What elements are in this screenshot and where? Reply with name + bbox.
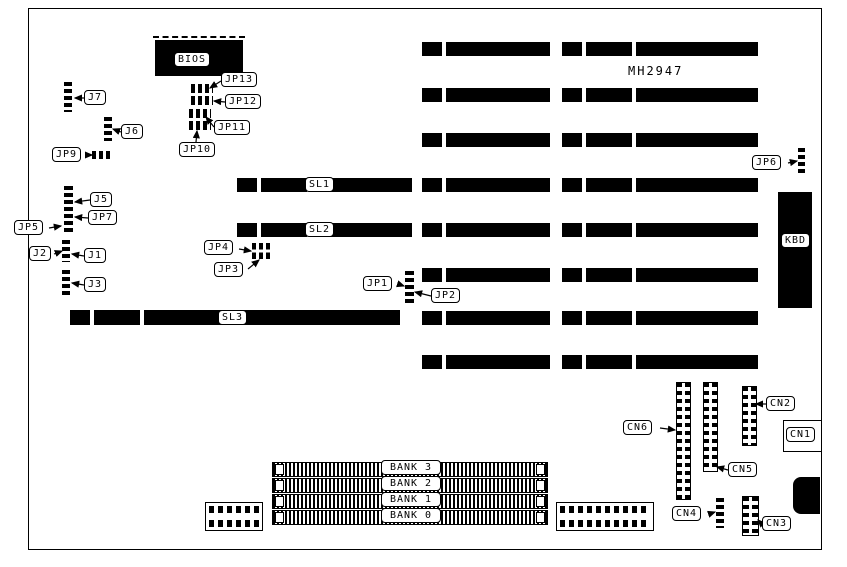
connector-j7-label: J7 <box>84 90 107 105</box>
isa-slot-bar <box>422 311 550 325</box>
isa-slot-bar <box>562 355 758 369</box>
jumper-jp12-label: JP12 <box>225 94 262 109</box>
isa-slot-bar <box>422 223 550 237</box>
isa-slot-bar <box>422 355 550 369</box>
jumper-jp10-label: JP10 <box>179 142 216 157</box>
jumper-jp4-pins <box>252 243 270 259</box>
jumper-jp5-label: JP5 <box>14 220 44 235</box>
pin-row <box>209 506 259 513</box>
connector-cn4-label: CN4 <box>672 506 702 521</box>
connector-j5-pins <box>64 186 73 232</box>
pin-row <box>209 520 259 527</box>
bank0-label: BANK 0 <box>381 508 441 523</box>
connector-j3-pins <box>62 270 70 296</box>
connector-j3-label: J3 <box>84 277 107 292</box>
connector-cn2-header <box>742 386 757 446</box>
connector-cn4-pins <box>716 498 724 528</box>
jumper-jp9-pins <box>92 151 112 159</box>
connector-cn3-label: CN3 <box>762 516 792 531</box>
jumper-jp4-label: JP4 <box>204 240 234 255</box>
isa-slot-bar <box>562 88 758 102</box>
jumper-jp1-pins <box>405 271 414 305</box>
isa-slot-bar <box>562 311 758 325</box>
connector-j1-label: J1 <box>84 248 107 263</box>
connector-cn5-label: CN5 <box>728 462 758 477</box>
connector-j2-label: J2 <box>29 246 52 261</box>
connector-cn1-label: CN1 <box>786 427 816 442</box>
bank2-label: BANK 2 <box>381 476 441 491</box>
isa-slot-bar <box>422 268 550 282</box>
jumper-jp13-pins <box>191 84 213 93</box>
jumper-jp9-label: JP9 <box>52 147 82 162</box>
connector-j6-label: J6 <box>121 124 144 139</box>
pin-row <box>560 520 650 527</box>
connector-j7-pins <box>64 82 72 112</box>
bottom-left-pin-block <box>205 502 263 531</box>
jumper-jp3-label: JP3 <box>214 262 244 277</box>
connector-cn6-label: CN6 <box>623 420 653 435</box>
isa-slot-bar <box>562 178 758 192</box>
connector-j6-pins <box>104 117 112 141</box>
bottom-middle-pin-block <box>556 502 654 531</box>
keyboard-label: KBD <box>781 233 811 248</box>
bank3-label: BANK 3 <box>381 460 441 475</box>
jumper-jp10-pins <box>189 121 211 130</box>
power-connector <box>793 477 820 514</box>
isa-slot-bar <box>562 223 758 237</box>
isa-slot-bar <box>562 268 758 282</box>
connector-j5-label: J5 <box>90 192 113 207</box>
isa-slot-bar <box>422 133 550 147</box>
isa-slot-bar <box>562 42 758 56</box>
jumper-jp6-pins <box>798 148 805 174</box>
isa-slot-bar <box>422 178 550 192</box>
jumper-jp2-label: JP2 <box>431 288 461 303</box>
bank1-label: BANK 1 <box>381 492 441 507</box>
isa-slot-bar <box>422 42 550 56</box>
connector-cn2-label: CN2 <box>766 396 796 411</box>
jumper-jp6-label: JP6 <box>752 155 782 170</box>
isa-slot-bar <box>422 88 550 102</box>
slot-sl1-label: SL1 <box>305 177 335 192</box>
isa-slot-bar <box>562 133 758 147</box>
keyboard-connector <box>778 192 812 308</box>
jumper-jp7-label: JP7 <box>88 210 118 225</box>
board-model: MH2947 <box>628 64 684 78</box>
slot-sl3-label: SL3 <box>218 310 248 325</box>
connector-j2-pins <box>62 240 70 262</box>
jumper-jp11-label: JP11 <box>214 120 251 135</box>
jumper-jp1-label: JP1 <box>363 276 393 291</box>
bios-label: BIOS <box>174 52 211 67</box>
jumper-jp11-pins <box>189 109 211 118</box>
connector-cn6-header <box>676 382 691 500</box>
connector-cn5-header <box>703 382 718 472</box>
bios-socket-dashed-edge <box>153 36 245 38</box>
connector-cn3-header <box>742 496 759 536</box>
slot-sl2-label: SL2 <box>305 222 335 237</box>
pin-row <box>560 506 650 513</box>
jumper-jp13-label: JP13 <box>221 72 258 87</box>
jumper-jp12-pins <box>191 96 213 105</box>
